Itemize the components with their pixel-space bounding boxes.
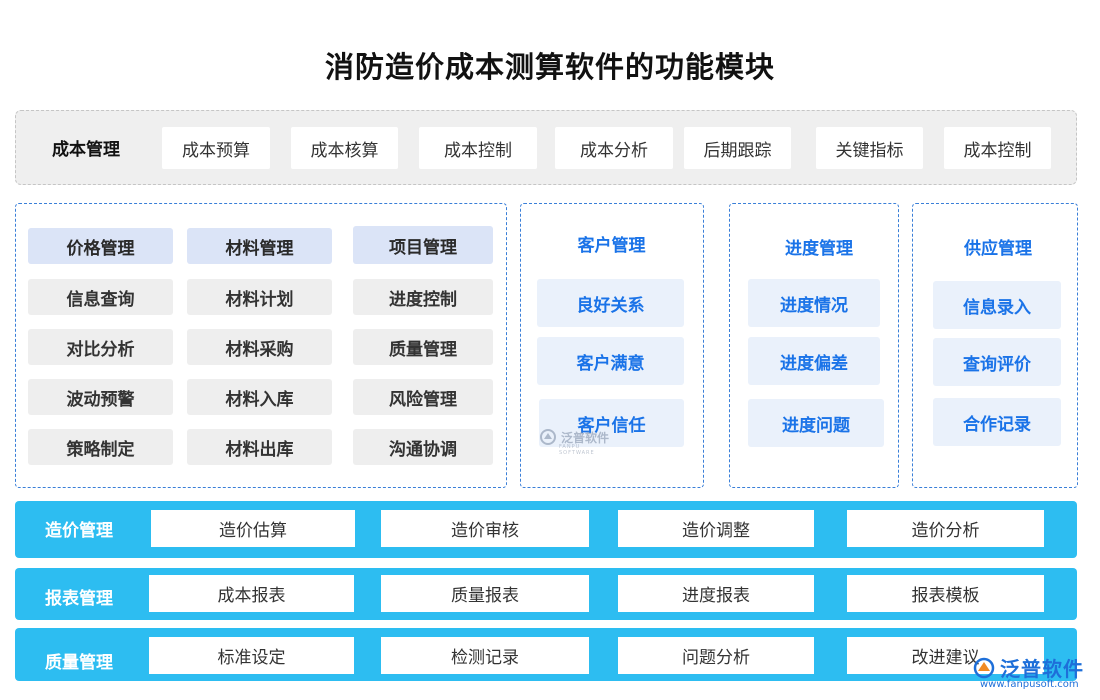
price-management-header: 价格管理: [28, 228, 173, 264]
progress-item: 进度问题: [748, 399, 884, 447]
customer-module-panel: 客户管理 良好关系 客户满意 客户信任: [520, 203, 704, 488]
material-item: 材料采购: [187, 329, 332, 365]
cost-item: 成本控制: [944, 127, 1051, 169]
cost-item: 后期跟踪: [684, 127, 791, 169]
material-item: 材料出库: [187, 429, 332, 465]
price-item: 信息查询: [28, 279, 173, 315]
progress-management-header: 进度管理: [785, 238, 853, 259]
watermark-text: 泛普软件: [561, 430, 610, 445]
fanpu-logo: 泛普软件 www.fanpusoft.com: [972, 653, 1084, 690]
cost-item: 成本控制: [419, 127, 537, 169]
band-item: 造价分析: [847, 510, 1044, 547]
cost-item: 成本核算: [291, 127, 398, 169]
customer-item: 客户满意: [537, 337, 684, 385]
project-item: 进度控制: [353, 279, 493, 315]
progress-item: 进度情况: [748, 279, 880, 327]
customer-item: 良好关系: [537, 279, 684, 327]
report-band: 报表管理 成本报表 质量报表 进度报表 报表模板: [15, 568, 1077, 620]
band-item: 改进建议: [847, 637, 1044, 674]
fanpu-logo-icon: [973, 657, 995, 678]
price-item: 策略制定: [28, 429, 173, 465]
customer-management-header: 客户管理: [577, 235, 646, 256]
logo-text: 泛普软件: [1000, 657, 1084, 681]
band-item: 成本报表: [149, 575, 354, 612]
fanpu-logo-icon: [540, 429, 556, 445]
watermark: 泛普软件 FANPU SOFTWARE: [539, 428, 610, 456]
band-item: 造价审核: [381, 510, 589, 547]
project-item: 沟通协调: [353, 429, 493, 465]
band-item: 造价调整: [618, 510, 814, 547]
watermark-sub: FANPU SOFTWARE: [559, 444, 595, 456]
material-management-header: 材料管理: [187, 228, 332, 264]
band-label: 质量管理: [45, 653, 113, 673]
band-item: 报表模板: [847, 575, 1044, 612]
cost-management-row: 成本管理 成本预算 成本核算 成本控制 成本分析 后期跟踪 关键指标 成本控制: [15, 110, 1077, 185]
project-item: 风险管理: [353, 379, 493, 415]
project-item: 质量管理: [353, 329, 493, 365]
material-item: 材料入库: [187, 379, 332, 415]
price-item: 对比分析: [28, 329, 173, 365]
band-item: 造价估算: [151, 510, 355, 547]
band-item: 检测记录: [381, 637, 589, 674]
project-management-header: 项目管理: [353, 226, 493, 264]
supply-item: 信息录入: [933, 281, 1061, 329]
quality-band: 质量管理 标准设定 检测记录 问题分析 改进建议: [15, 628, 1077, 681]
progress-module-panel: 进度管理 进度情况 进度偏差 进度问题: [729, 203, 899, 488]
cost-management-label: 成本管理: [52, 140, 120, 160]
band-label: 报表管理: [45, 589, 113, 609]
page-title: 消防造价成本测算软件的功能模块: [324, 50, 775, 84]
supply-item: 查询评价: [933, 338, 1061, 386]
progress-item: 进度偏差: [748, 337, 880, 385]
supply-management-header: 供应管理: [964, 238, 1032, 259]
cost-item: 成本预算: [162, 127, 270, 169]
band-item: 进度报表: [618, 575, 814, 612]
logo-url: www.fanpusoft.com: [980, 679, 1079, 690]
supply-item: 合作记录: [933, 398, 1061, 446]
customer-item: 客户信任: [539, 399, 684, 447]
left-module-panel: 价格管理 信息查询 对比分析 波动预警 策略制定 材料管理 材料计划 材料采购 …: [15, 203, 507, 488]
cost-pricing-band: 造价管理 造价估算 造价审核 造价调整 造价分析: [15, 501, 1077, 558]
price-item: 波动预警: [28, 379, 173, 415]
band-item: 问题分析: [618, 637, 814, 674]
band-label: 造价管理: [45, 521, 113, 541]
band-item: 标准设定: [149, 637, 354, 674]
supply-module-panel: 供应管理 信息录入 查询评价 合作记录: [912, 203, 1078, 488]
cost-item: 成本分析: [555, 127, 673, 169]
cost-item: 关键指标: [816, 127, 923, 169]
material-item: 材料计划: [187, 279, 332, 315]
band-item: 质量报表: [381, 575, 589, 612]
